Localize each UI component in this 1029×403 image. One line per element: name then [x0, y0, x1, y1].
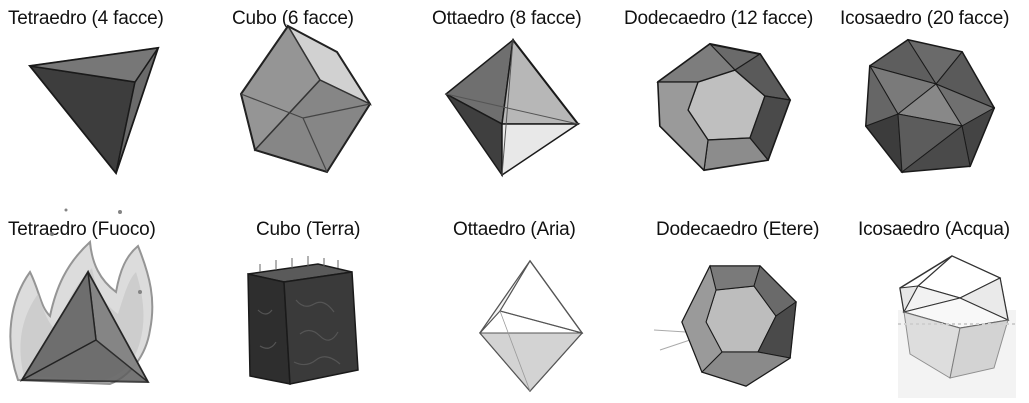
label-dodecahedron-ether: Dodecaedro (Etere)	[656, 219, 819, 241]
tetrahedron-fire-solid	[0, 180, 200, 400]
tetrahedron-solid	[0, 0, 200, 200]
cube-earth-solid	[230, 250, 380, 400]
icosahedron-water-solid	[890, 250, 1020, 400]
label-octahedron-air: Ottaedro (Aria)	[453, 219, 576, 241]
label-cube-earth: Cubo (Terra)	[256, 219, 360, 241]
dodecahedron-ether-solid	[650, 260, 820, 390]
octahedron-solid	[430, 0, 600, 190]
dodecahedron-solid	[640, 30, 810, 180]
octahedron-air-solid	[470, 255, 590, 395]
cube-solid	[220, 0, 390, 190]
label-icosahedron-water: Icosaedro (Acqua)	[858, 219, 1010, 241]
icosahedron-solid	[850, 30, 1010, 180]
label-dodecahedron-faces: Dodecaedro (12 facce)	[624, 8, 826, 30]
label-icosahedron-faces: Icosaedro (20 facce)	[840, 8, 1009, 30]
